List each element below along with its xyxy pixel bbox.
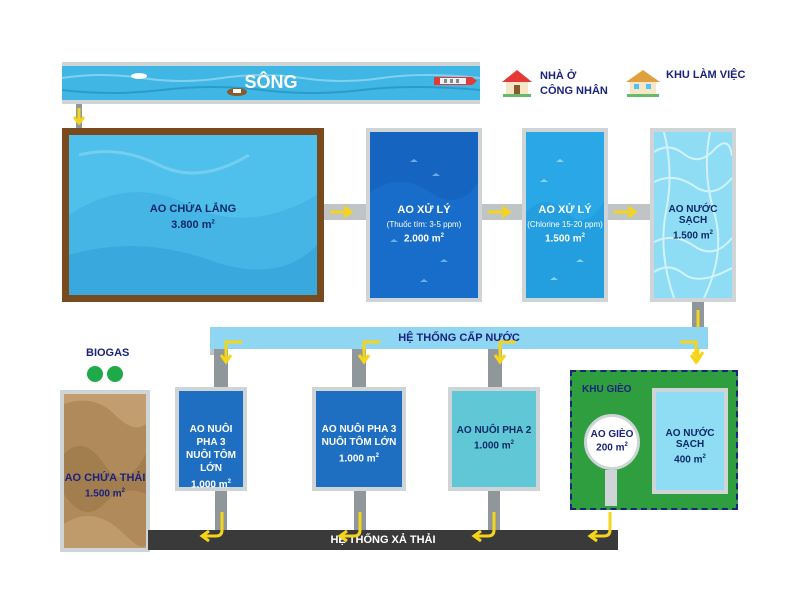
grow-out-pond-phase3-a-name: AO NUÔI PHA 3 NUÔI TÔM LỚN: [186, 424, 236, 474]
nursery-pond-name: AO GIÈO: [590, 429, 634, 440]
boat-icon: [131, 73, 147, 79]
nursery-pond-area: 200 m: [596, 442, 625, 454]
river: SÔNG: [62, 62, 480, 104]
arrow-down-icon: [199, 512, 224, 543]
arrow-right-icon: [330, 205, 354, 219]
arrow-down-icon: [471, 512, 496, 543]
biogas-icon: [87, 366, 123, 382]
boat-icon: [227, 88, 247, 96]
clean-water-pond-2-name: AO NƯỚC SẠCH: [665, 428, 715, 450]
arrow-down-icon: [587, 512, 612, 543]
worker-house-icon: [502, 70, 532, 97]
waste-pond-name: AO CHỨA THẢI: [64, 472, 146, 484]
nursery-zone: KHU GIÈO AO GIÈO 200 m2 AO NƯỚC SẠCH 400…: [570, 370, 738, 510]
grow-out-pond-phase3-a: AO NUÔI PHA 3 NUÔI TÔM LỚN 1.000 m2: [175, 387, 247, 491]
arrow-right-icon: [488, 205, 512, 219]
waste-pond-area: 1.500 m: [84, 488, 122, 500]
work-area-label: KHU LÀM VIỆC: [666, 69, 746, 81]
biogas-label: BIOGAS: [86, 347, 130, 359]
clean-water-pond-1-name: AO NƯỚC SẠCH: [668, 204, 718, 226]
grow-out-pond-phase3-b-name: AO NUÔI PHA 3 NUÔI TÔM LỚN: [321, 424, 397, 448]
river-label: SÔNG: [244, 72, 298, 92]
treatment-pond-2: AO XỬ LÝ (Chlorine 15-20 ppm) 1.500 m2: [522, 128, 608, 302]
treatment-pond-1-note: (Thuốc tím: 3-5 ppm): [386, 220, 462, 229]
grow-out-pond-phase3-b-area: 1.000 m: [338, 453, 376, 465]
ship-icon: [434, 77, 477, 85]
treatment-pond-2-area: 1.500 m: [544, 233, 582, 245]
nursery-zone-label: KHU GIÈO: [582, 384, 632, 395]
settling-pond-area: 3.800 m: [171, 219, 212, 231]
arrow-down-icon: [72, 108, 86, 126]
treatment-pond-1: AO XỬ LÝ (Thuốc tím: 3-5 ppm) 2.000 m2: [366, 128, 482, 302]
grow-out-pond-phase2: AO NUÔI PHA 2 1.000 m2: [448, 387, 540, 491]
worker-house-label: NHÀ Ở CÔNG NHÂN: [540, 70, 608, 97]
work-area-icon: [626, 70, 660, 97]
water-supply-label: HỆ THỐNG CẤP NƯỚC: [398, 332, 520, 344]
arrow-right-icon: [614, 205, 638, 219]
settling-pond-name: AO CHỨA LẮNG: [149, 203, 237, 215]
settling-pond: AO CHỨA LẮNG 3.800 m2: [62, 128, 324, 302]
clean-water-pond-1-area: 1.500 m: [672, 230, 710, 242]
treatment-pond-1-name: AO XỬ LÝ: [397, 204, 451, 216]
clean-water-pond-2-area: 400 m: [674, 454, 703, 466]
clean-water-pond-1: AO NƯỚC SẠCH 1.500 m2: [650, 128, 736, 302]
arrow-down-icon: [219, 340, 242, 365]
treatment-pond-1-area: 2.000 m: [403, 233, 441, 245]
arrow-down-icon: [493, 340, 516, 365]
grow-out-pond-phase2-name: AO NUÔI PHA 2: [456, 425, 532, 436]
waste-pond: AO CHỨA THẢI 1.500 m2: [60, 390, 150, 552]
treatment-pond-2-note: (Chlorine 15-20 ppm): [527, 220, 603, 229]
nursery-pond: AO GIÈO 200 m2: [584, 414, 640, 470]
treatment-pond-2-name: AO XỬ LÝ: [538, 204, 592, 216]
arrow-down-icon: [680, 340, 703, 365]
arrow-down-icon: [357, 340, 380, 365]
grow-out-pond-phase2-area: 1.000 m: [473, 440, 511, 452]
grow-out-pond-phase3-b: AO NUÔI PHA 3 NUÔI TÔM LỚN 1.000 m2: [312, 387, 406, 491]
grow-out-pond-phase3-a-area: 1.000 m: [190, 479, 228, 491]
water-supply-pipe: HỆ THỐNG CẤP NƯỚC: [210, 327, 708, 349]
arrow-down-icon: [337, 512, 362, 543]
clean-water-pond-2: AO NƯỚC SẠCH 400 m2: [652, 388, 728, 494]
